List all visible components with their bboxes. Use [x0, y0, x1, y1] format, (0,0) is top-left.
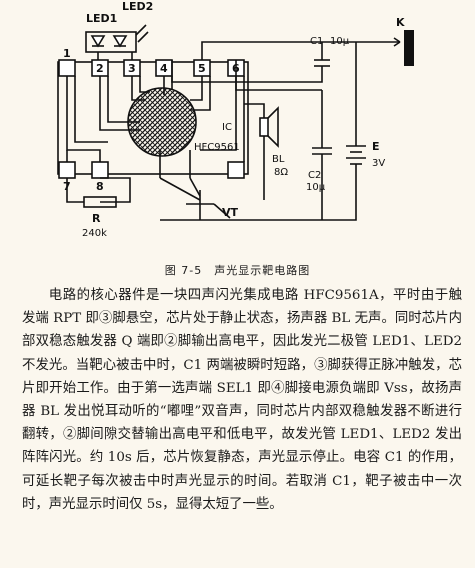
c2-label: C2	[308, 170, 321, 181]
pin-5: 5	[198, 62, 206, 75]
pin-4: 4	[160, 62, 168, 75]
vt-label: VT	[222, 206, 239, 219]
pin-6: 6	[232, 62, 240, 75]
e-label: E	[372, 140, 380, 153]
ic-model: HFC9561	[194, 142, 240, 153]
pin-2: 2	[96, 62, 104, 75]
pin-1: 1	[63, 47, 71, 60]
r-label: R	[92, 212, 101, 225]
r-value: 240k	[82, 228, 107, 239]
led2-label: LED2	[122, 0, 153, 13]
figure-caption: 图 7-5 声光显示靶电路图	[164, 264, 311, 277]
k-label: K	[396, 16, 405, 29]
pin-8: 8	[96, 180, 104, 193]
e-value: 3V	[372, 158, 385, 169]
target-k	[404, 30, 414, 66]
pin-3: 3	[128, 62, 136, 75]
c1-value: 10μ	[330, 36, 350, 47]
paragraph: 电路的核心器件是一块四声闪光集成电路 HFC9561A，平时由于触发端 RPT …	[22, 288, 462, 512]
ic-label: IC	[222, 122, 232, 133]
bl-label: BL	[272, 154, 285, 165]
pin-7: 7	[63, 180, 71, 193]
c2-value: 10μ	[306, 182, 326, 193]
bl-value: 8Ω	[274, 167, 288, 178]
led1-label: LED1	[86, 12, 117, 25]
ic-die	[127, 87, 197, 157]
c1-label: C1	[310, 36, 323, 47]
body-text: 电路的核心器件是一块四声闪光集成电路 HFC9561A，平时由于触发端 RPT …	[22, 284, 462, 516]
circuit-diagram: LED1 LED2 C1 10μ K IC HFC9561 BL 8Ω C2	[57, 0, 414, 239]
ic-body	[57, 61, 249, 175]
